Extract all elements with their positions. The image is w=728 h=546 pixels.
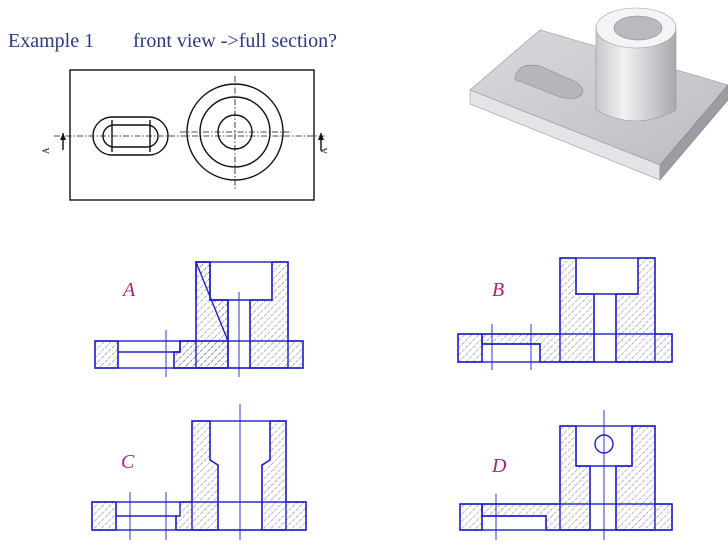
option-d-section [459, 410, 673, 540]
option-c-section [91, 404, 307, 540]
cylinder-body [595, 27, 677, 122]
option-b-section [457, 257, 673, 370]
option-c-label: C [121, 451, 135, 473]
example-label: Example 1 [8, 30, 94, 52]
top-view-outline [69, 69, 315, 201]
section-mark-right: A [319, 147, 329, 154]
cylinder-bore [613, 15, 663, 41]
question-text: front view ->full section? [133, 30, 337, 52]
top-view: A A [41, 69, 329, 201]
option-a-label: A [121, 279, 136, 301]
section-mark-left: A [41, 147, 51, 154]
option-b-label: B [492, 279, 504, 301]
isometric-model [469, 7, 728, 181]
boss-circles [180, 76, 292, 190]
option-a-section [94, 261, 304, 377]
base-side-face [659, 84, 728, 181]
option-d-label: D [491, 455, 507, 477]
base-slot [514, 64, 584, 99]
